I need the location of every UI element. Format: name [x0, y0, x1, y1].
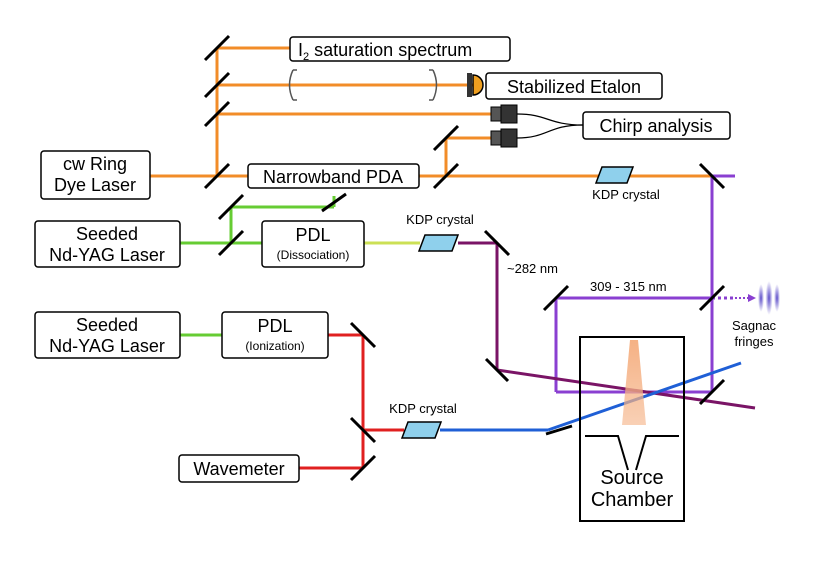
pdl-ionization-label-line1: PDL: [257, 316, 292, 336]
mirror-icon: [203, 71, 231, 99]
mirror-icon: [349, 454, 377, 482]
pdl-ionization-box: [221, 311, 329, 359]
seeded2-label-line1: Seeded: [76, 315, 138, 335]
pdl-dissociation-label-line2: (Dissociation): [277, 248, 350, 262]
detector-icon: [500, 128, 518, 148]
kdp-mid-label: KDP crystal: [406, 212, 474, 227]
cw-ring-laser-box: [40, 150, 151, 200]
pdl-dissociation-box: [261, 220, 365, 268]
mirror-icon: [217, 229, 245, 257]
cw-ring-label-line1: cw Ring: [63, 154, 127, 174]
i2-spectrum-box: [289, 36, 511, 62]
kdp-crystals: [400, 166, 635, 439]
mirror-icon: [321, 192, 347, 213]
sagnac-arrow: [735, 294, 756, 302]
green-beams: [180, 196, 336, 337]
kdp-top-label: KDP crystal: [592, 187, 660, 202]
orange-beams: [150, 46, 712, 178]
mirror-icon: [349, 321, 377, 349]
i2-spectrum-label: I2 saturation spectrum: [298, 40, 472, 63]
narrowband-pda-label: Narrowband PDA: [263, 167, 403, 187]
chirp-detectors: [490, 104, 518, 148]
mirror-icon: [698, 378, 726, 406]
mirrors: [203, 34, 726, 482]
sagnac-fringes-icon: [758, 281, 780, 315]
pdl-dissociation-label-line1: PDL: [295, 225, 330, 245]
crystal-icon: [594, 166, 635, 184]
crystal-icon: [417, 234, 460, 252]
wavelength-309-315-label: 309 - 315 nm: [590, 279, 667, 294]
red-beams: [299, 333, 404, 470]
mirror-icon: [349, 416, 377, 444]
lens-icon: [429, 69, 438, 101]
mirror-icon: [432, 162, 460, 190]
seeded-laser-1-box: [34, 220, 181, 268]
mirror-icon: [484, 357, 510, 383]
blue-beams: [440, 361, 742, 432]
mirror-icon: [698, 284, 726, 312]
source-chamber-label-line1: Source: [600, 467, 663, 489]
narrowband-pda-box: [247, 163, 420, 189]
lens-icon: [288, 69, 297, 101]
mirror-icon: [203, 100, 231, 128]
etalon-mirror-icon: [467, 73, 472, 97]
stabilized-etalon-box: [485, 72, 663, 100]
mirror-icon: [217, 193, 245, 221]
crystal-icon: [400, 421, 443, 439]
nozzle-skimmer-icon: [585, 435, 679, 471]
mirror-icon: [203, 162, 231, 190]
source-chamber-label-line2: Chamber: [591, 489, 674, 511]
seeded-laser-2-box: [34, 311, 181, 359]
source-chamber-box: [579, 336, 685, 522]
etalon-optics: [288, 69, 438, 101]
wavemeter-box: [178, 454, 300, 483]
seeded2-label-line2: Nd-YAG Laser: [49, 336, 165, 356]
molecular-beam-plume: [622, 340, 646, 425]
kdp-bottom-label: KDP crystal: [389, 401, 457, 416]
mirror-icon: [545, 424, 573, 436]
darkpurple-beams: [458, 241, 756, 410]
seeded1-label-line2: Nd-YAG Laser: [49, 245, 165, 265]
mirror-icon: [542, 284, 570, 312]
mirror-icon: [432, 124, 460, 152]
detector-icon: [500, 104, 518, 124]
seeded1-label-line1: Seeded: [76, 224, 138, 244]
wavelength-282-label: ~282 nm: [507, 261, 558, 276]
pdl-ionization-label-line2: (Ionization): [245, 339, 304, 353]
fiber-lines: [516, 113, 584, 139]
stabilized-etalon-label: Stabilized Etalon: [507, 77, 641, 97]
photodetector-icon: [472, 74, 484, 96]
mirror-icon: [203, 34, 231, 62]
cw-ring-label-line2: Dye Laser: [54, 175, 136, 195]
mirror-icon: [483, 229, 511, 257]
mirror-icon: [698, 162, 726, 190]
wavemeter-label: Wavemeter: [193, 459, 284, 479]
chirp-analysis-label: Chirp analysis: [599, 116, 712, 136]
sagnac-label-line2: fringes: [734, 334, 774, 349]
chirp-analysis-box: [582, 111, 731, 140]
sagnac-label-line1: Sagnac: [732, 318, 777, 333]
